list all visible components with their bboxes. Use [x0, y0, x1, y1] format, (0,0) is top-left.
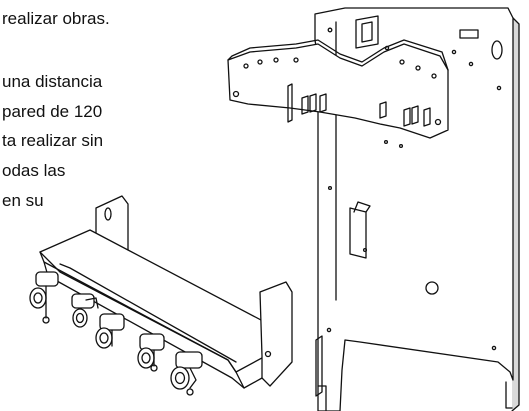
text-line-1: realizar obras. — [2, 9, 110, 28]
valve-1-drawing — [29, 271, 59, 324]
connection-bracket-drawing — [29, 195, 293, 396]
text-line-4: ta realizar sin — [2, 131, 104, 150]
valve-3-drawing — [95, 313, 125, 349]
text-line-2: una distancia — [2, 72, 103, 91]
text-line-5: odas las — [2, 161, 66, 180]
text-line-6: en su — [2, 191, 44, 210]
valve-4-drawing — [137, 333, 165, 372]
valve-5-drawing — [170, 351, 203, 396]
text-line-3: pared de 120 — [2, 102, 103, 121]
valve-2-drawing — [71, 293, 99, 328]
horizontal-bracket-drawing — [227, 39, 449, 139]
